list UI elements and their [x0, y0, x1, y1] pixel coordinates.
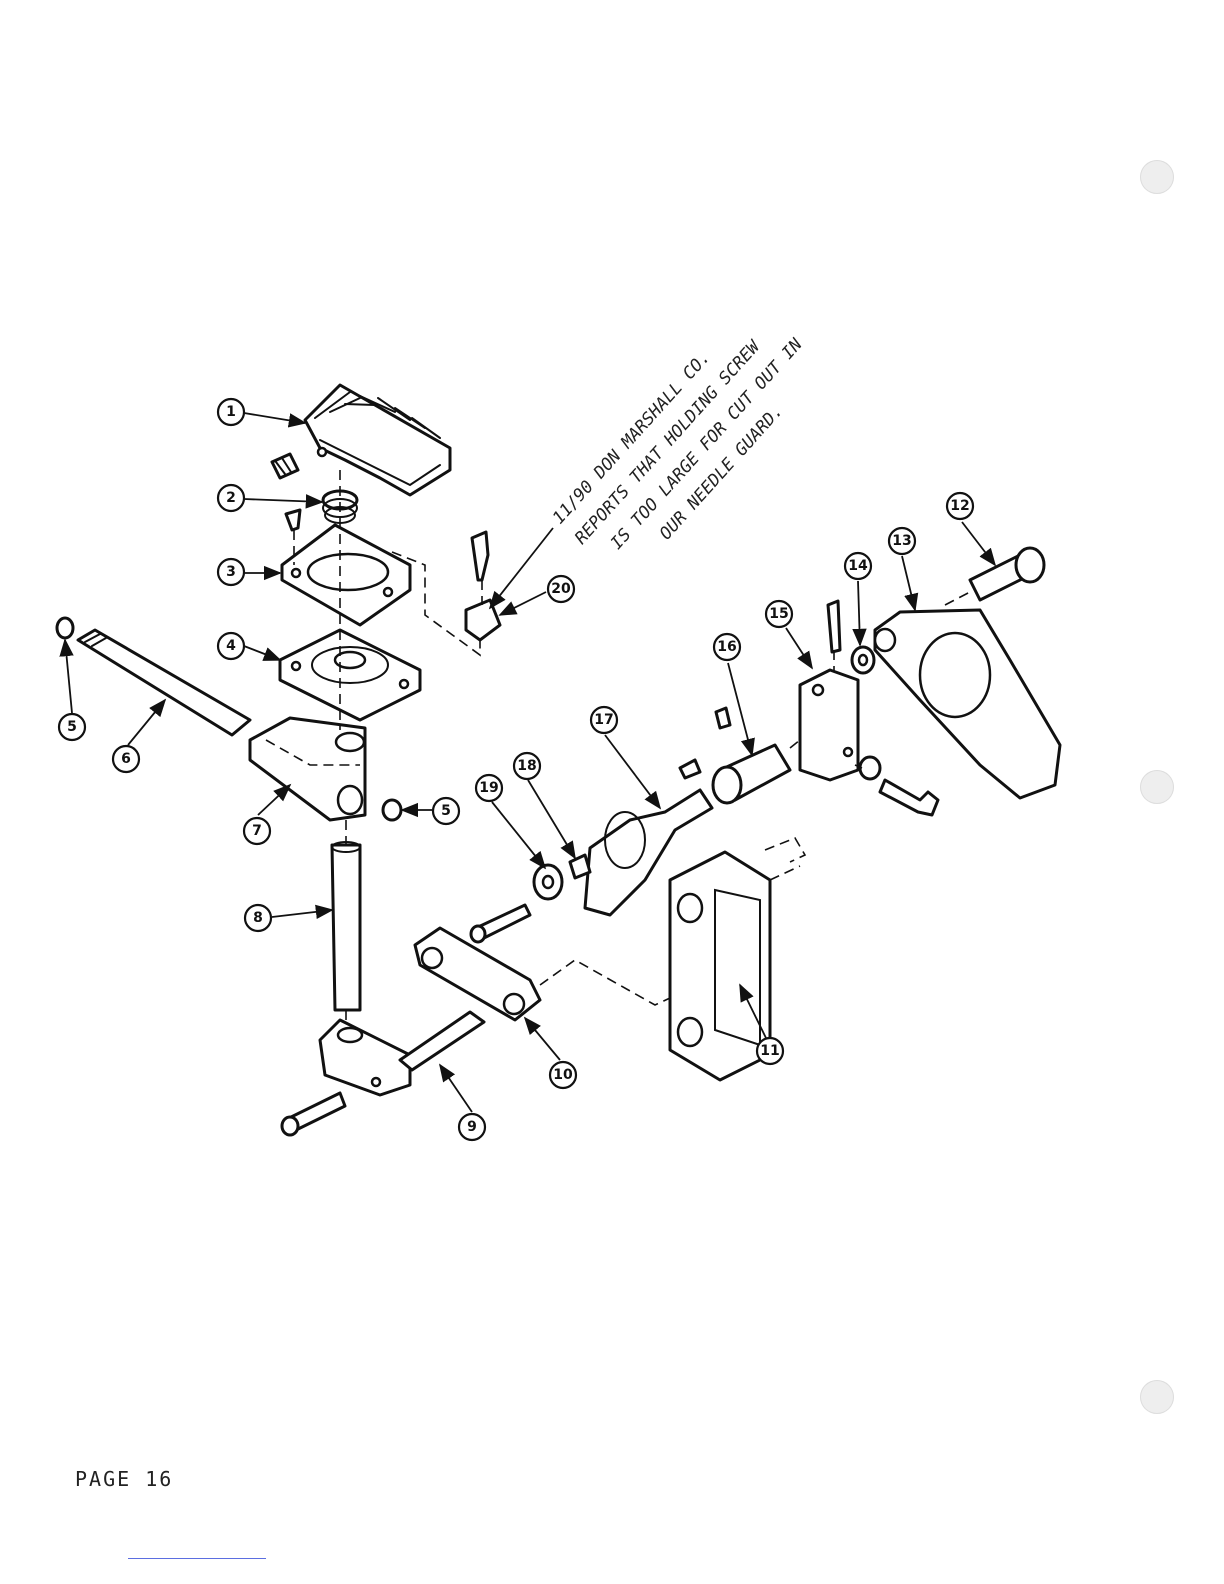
svg-text:20: 20 [551, 581, 571, 597]
callout-5-right: 5 [433, 798, 459, 824]
part-sleeve [713, 708, 790, 803]
svg-text:16: 16 [717, 639, 736, 655]
callout-13: 13 [889, 528, 915, 554]
svg-text:2: 2 [226, 490, 236, 506]
part-vertical-rod [332, 842, 360, 1010]
part-frame-block [670, 838, 805, 1080]
callout-5-left: 5 [59, 714, 85, 740]
callout-11: 11 [757, 1038, 783, 1064]
part-plate [282, 525, 410, 625]
punch-hole-top [1140, 160, 1174, 194]
svg-text:4: 4 [226, 638, 236, 654]
svg-text:10: 10 [553, 1067, 573, 1083]
footer-rule [128, 1558, 266, 1559]
svg-text:9: 9 [467, 1119, 477, 1135]
callout-9: 9 [459, 1114, 485, 1140]
part-bracket [875, 610, 1060, 798]
svg-text:13: 13 [892, 533, 911, 549]
svg-text:12: 12 [950, 498, 969, 514]
callout-15: 15 [766, 601, 792, 627]
screw-crank [282, 1093, 345, 1135]
part-pin [970, 548, 1044, 600]
callout-6: 6 [113, 746, 139, 772]
svg-text:14: 14 [848, 558, 868, 574]
svg-text:15: 15 [769, 606, 788, 622]
svg-text:7: 7 [252, 823, 262, 839]
svg-text:11: 11 [760, 1043, 779, 1059]
screw-plate [286, 510, 300, 530]
svg-text:6: 6 [121, 751, 131, 767]
callout-10: 10 [550, 1062, 576, 1088]
svg-text:5: 5 [67, 719, 77, 735]
callout-12: 12 [947, 493, 973, 519]
svg-text:17: 17 [594, 712, 613, 728]
part-tee-joint [250, 718, 365, 820]
ring-5-left [57, 618, 73, 638]
punch-hole-bottom [1140, 1380, 1174, 1414]
callout-19: 19 [476, 775, 502, 801]
callout-17: 17 [591, 707, 617, 733]
part-clamp-block [800, 601, 858, 780]
bolt-bottom [880, 780, 938, 815]
svg-text:19: 19 [479, 780, 498, 796]
part-holding-block [466, 532, 500, 640]
part-feed-dog [305, 385, 450, 495]
page-number-label: PAGE 16 [75, 1467, 173, 1491]
callout-14: 14 [845, 553, 871, 579]
svg-text:5: 5 [441, 803, 451, 819]
svg-text:8: 8 [253, 910, 263, 926]
part-bushing-18 [570, 855, 590, 878]
svg-text:18: 18 [517, 758, 536, 774]
callout-8: 8 [245, 905, 271, 931]
svg-text:3: 3 [226, 564, 236, 580]
callout-7: 7 [244, 818, 270, 844]
part-bushing-19 [534, 865, 562, 899]
svg-text:1: 1 [226, 404, 236, 420]
screw-feed-dog [272, 454, 298, 478]
callout-3: 3 [218, 559, 244, 585]
screw-link [471, 905, 530, 942]
callout-18: 18 [514, 753, 540, 779]
handwritten-note: 11/90 DON MARSHALL CO. REPORTS THAT HOLD… [549, 294, 830, 588]
callout-1: 1 [218, 399, 244, 425]
callout-4: 4 [218, 633, 244, 659]
callout-20: 20 [548, 576, 574, 602]
punch-hole-middle [1140, 770, 1174, 804]
ring-5-right [383, 800, 401, 820]
part-base-plate [280, 630, 420, 720]
callout-2: 2 [218, 485, 244, 511]
part-crank-block [320, 1012, 484, 1095]
callout-16: 16 [714, 634, 740, 660]
